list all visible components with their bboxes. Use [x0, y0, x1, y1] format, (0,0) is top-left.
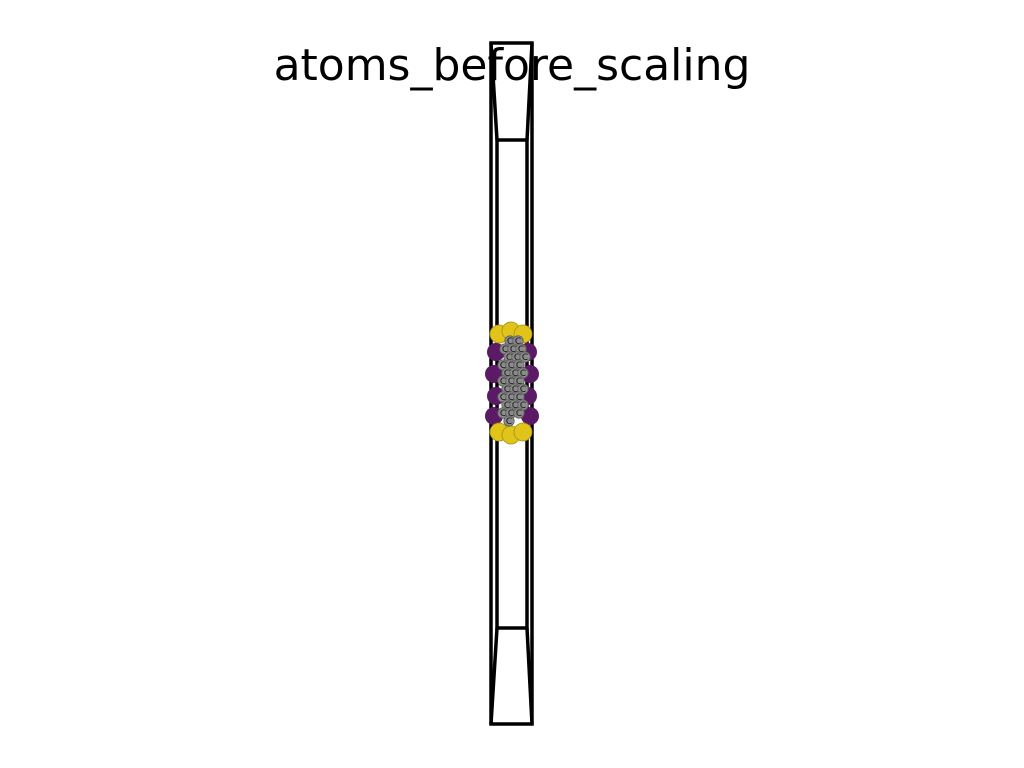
atom-label: C	[515, 337, 521, 347]
atom-label: C	[512, 369, 518, 379]
scene-title: atoms_before_scaling	[273, 40, 751, 91]
atom-label: C	[508, 377, 514, 387]
atom-label: C	[518, 345, 524, 355]
atom-label: C	[516, 377, 522, 387]
atom-label: C	[520, 401, 526, 411]
atom-label: C	[510, 345, 516, 355]
atom-label: C	[500, 377, 506, 387]
atom-label: C	[508, 409, 514, 419]
atom-label: C	[504, 401, 510, 411]
atom-label: C	[514, 353, 520, 363]
atom-label: C	[508, 361, 514, 371]
atom-label: C	[522, 353, 528, 363]
atom-label: C	[506, 353, 512, 363]
atom-label: C	[500, 361, 506, 371]
atom-label: C	[506, 417, 512, 427]
cell-edge-top-left	[489, 42, 499, 141]
cell-edge-top-right	[525, 42, 534, 141]
atom-label: C	[507, 337, 513, 347]
atom-label: C	[512, 385, 518, 395]
atom-label: C	[512, 401, 518, 411]
metal-atom	[521, 407, 539, 425]
atom-label: C	[508, 393, 514, 403]
atom-label: C	[516, 361, 522, 371]
cell-inner-box	[495, 138, 529, 630]
carbon-atom	[519, 351, 531, 363]
sulfur-atom	[513, 422, 533, 442]
carbon-atom	[503, 415, 515, 427]
cell-outer-box	[489, 41, 534, 726]
atom-label: C	[504, 385, 510, 395]
atom-label: C	[520, 385, 526, 395]
atom-label: C	[516, 409, 522, 419]
cell-edge-bottom-right	[525, 627, 534, 725]
unit-cell-wireframe	[489, 41, 534, 726]
atom-label: C	[500, 393, 506, 403]
atom-label: C	[502, 345, 508, 355]
atom-label: C	[520, 369, 526, 379]
cell-edge-bottom-left	[489, 627, 499, 725]
atom-label: C	[504, 369, 510, 379]
atom-label: C	[500, 409, 506, 419]
carbon-atom	[513, 407, 525, 419]
atom-label: C	[516, 393, 522, 403]
